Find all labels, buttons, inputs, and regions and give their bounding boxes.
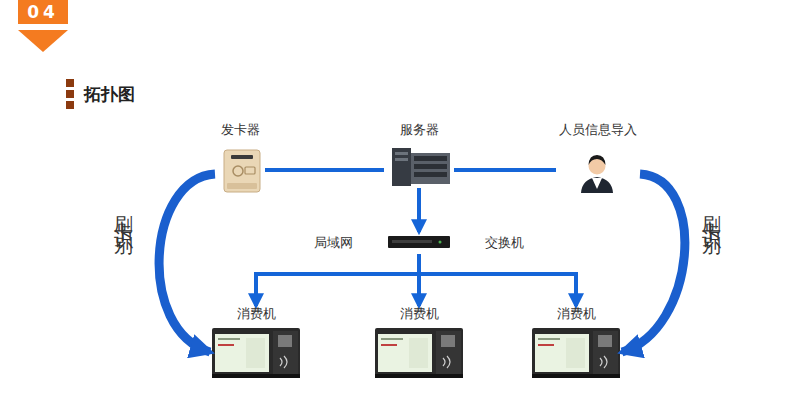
network-link	[265, 168, 384, 172]
network-link	[454, 168, 556, 172]
pos-terminal-icon	[212, 328, 300, 378]
pos-terminal-icon	[375, 328, 463, 378]
person-icon	[581, 155, 613, 193]
heading-bullet	[66, 101, 74, 109]
flow-arrow	[622, 174, 685, 352]
edge-label: 刷卡识别	[112, 200, 138, 228]
section-tab	[18, 0, 68, 24]
diagram-title: 拓扑图	[84, 83, 135, 105]
node-label: 人员信息导入	[556, 122, 640, 138]
node-label: 服务器	[384, 122, 454, 138]
card-issuer: 发卡器	[215, 122, 265, 194]
network-link	[256, 254, 419, 306]
node-label: 发卡器	[215, 122, 265, 138]
lan-switch: 局域网 交换机	[314, 232, 524, 254]
edge-label: 刷卡识别	[700, 200, 726, 228]
pos-terminal: 消费机	[210, 306, 302, 378]
heading-bullet	[66, 90, 74, 98]
node-label: 交换机	[485, 235, 524, 251]
network-link	[417, 188, 421, 232]
node-label: 局域网	[314, 235, 353, 251]
personnel-import: 人员信息导入	[556, 122, 640, 194]
server-icon	[392, 148, 450, 186]
node-label: 消费机	[373, 306, 465, 322]
flow-arrow	[159, 174, 215, 352]
node-label: 消费机	[210, 306, 302, 322]
network-link	[417, 254, 421, 306]
switch-icon	[388, 236, 450, 248]
pos-terminal: 消费机	[530, 306, 622, 378]
section-number: 04	[18, 1, 68, 23]
server: 服务器	[384, 122, 454, 188]
heading-bullet	[66, 79, 74, 87]
node-label: 消费机	[530, 306, 622, 322]
text-row: 局域网 交换机	[314, 232, 524, 254]
network-link	[419, 254, 576, 306]
pos-terminal: 消费机	[373, 306, 465, 378]
tab-chevron	[18, 30, 68, 52]
card-issuer-icon	[224, 150, 260, 192]
pos-terminal-icon	[532, 328, 620, 378]
